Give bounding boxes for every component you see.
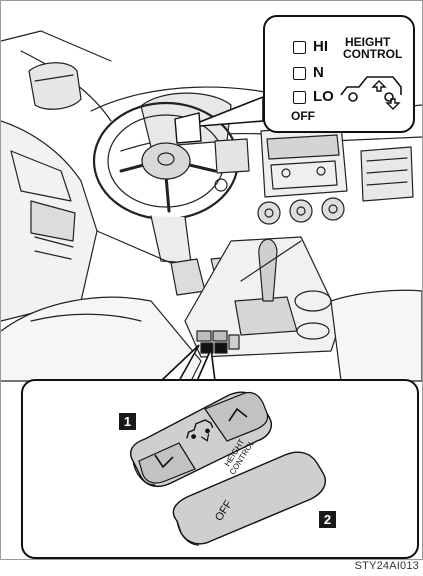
lo-label: LO [313, 89, 334, 104]
control-title: CONTROL [343, 48, 402, 60]
vehicle-height-icon [337, 65, 409, 111]
illustration-frame: HI N LO OFF HEIGHT CONTROL 1 2 [0, 0, 423, 560]
lo-indicator-light [293, 91, 306, 104]
hi-label: HI [313, 39, 328, 54]
figure-caption: STY24AI013 [355, 560, 419, 572]
n-indicator-light [293, 67, 306, 80]
height-control-indicator-callout: HI N LO OFF HEIGHT CONTROL [263, 15, 415, 133]
n-label: N [313, 65, 324, 80]
hi-indicator-light [293, 41, 306, 54]
off-label: OFF [291, 109, 315, 123]
height-control-switch-callout: 1 2 [21, 379, 419, 559]
